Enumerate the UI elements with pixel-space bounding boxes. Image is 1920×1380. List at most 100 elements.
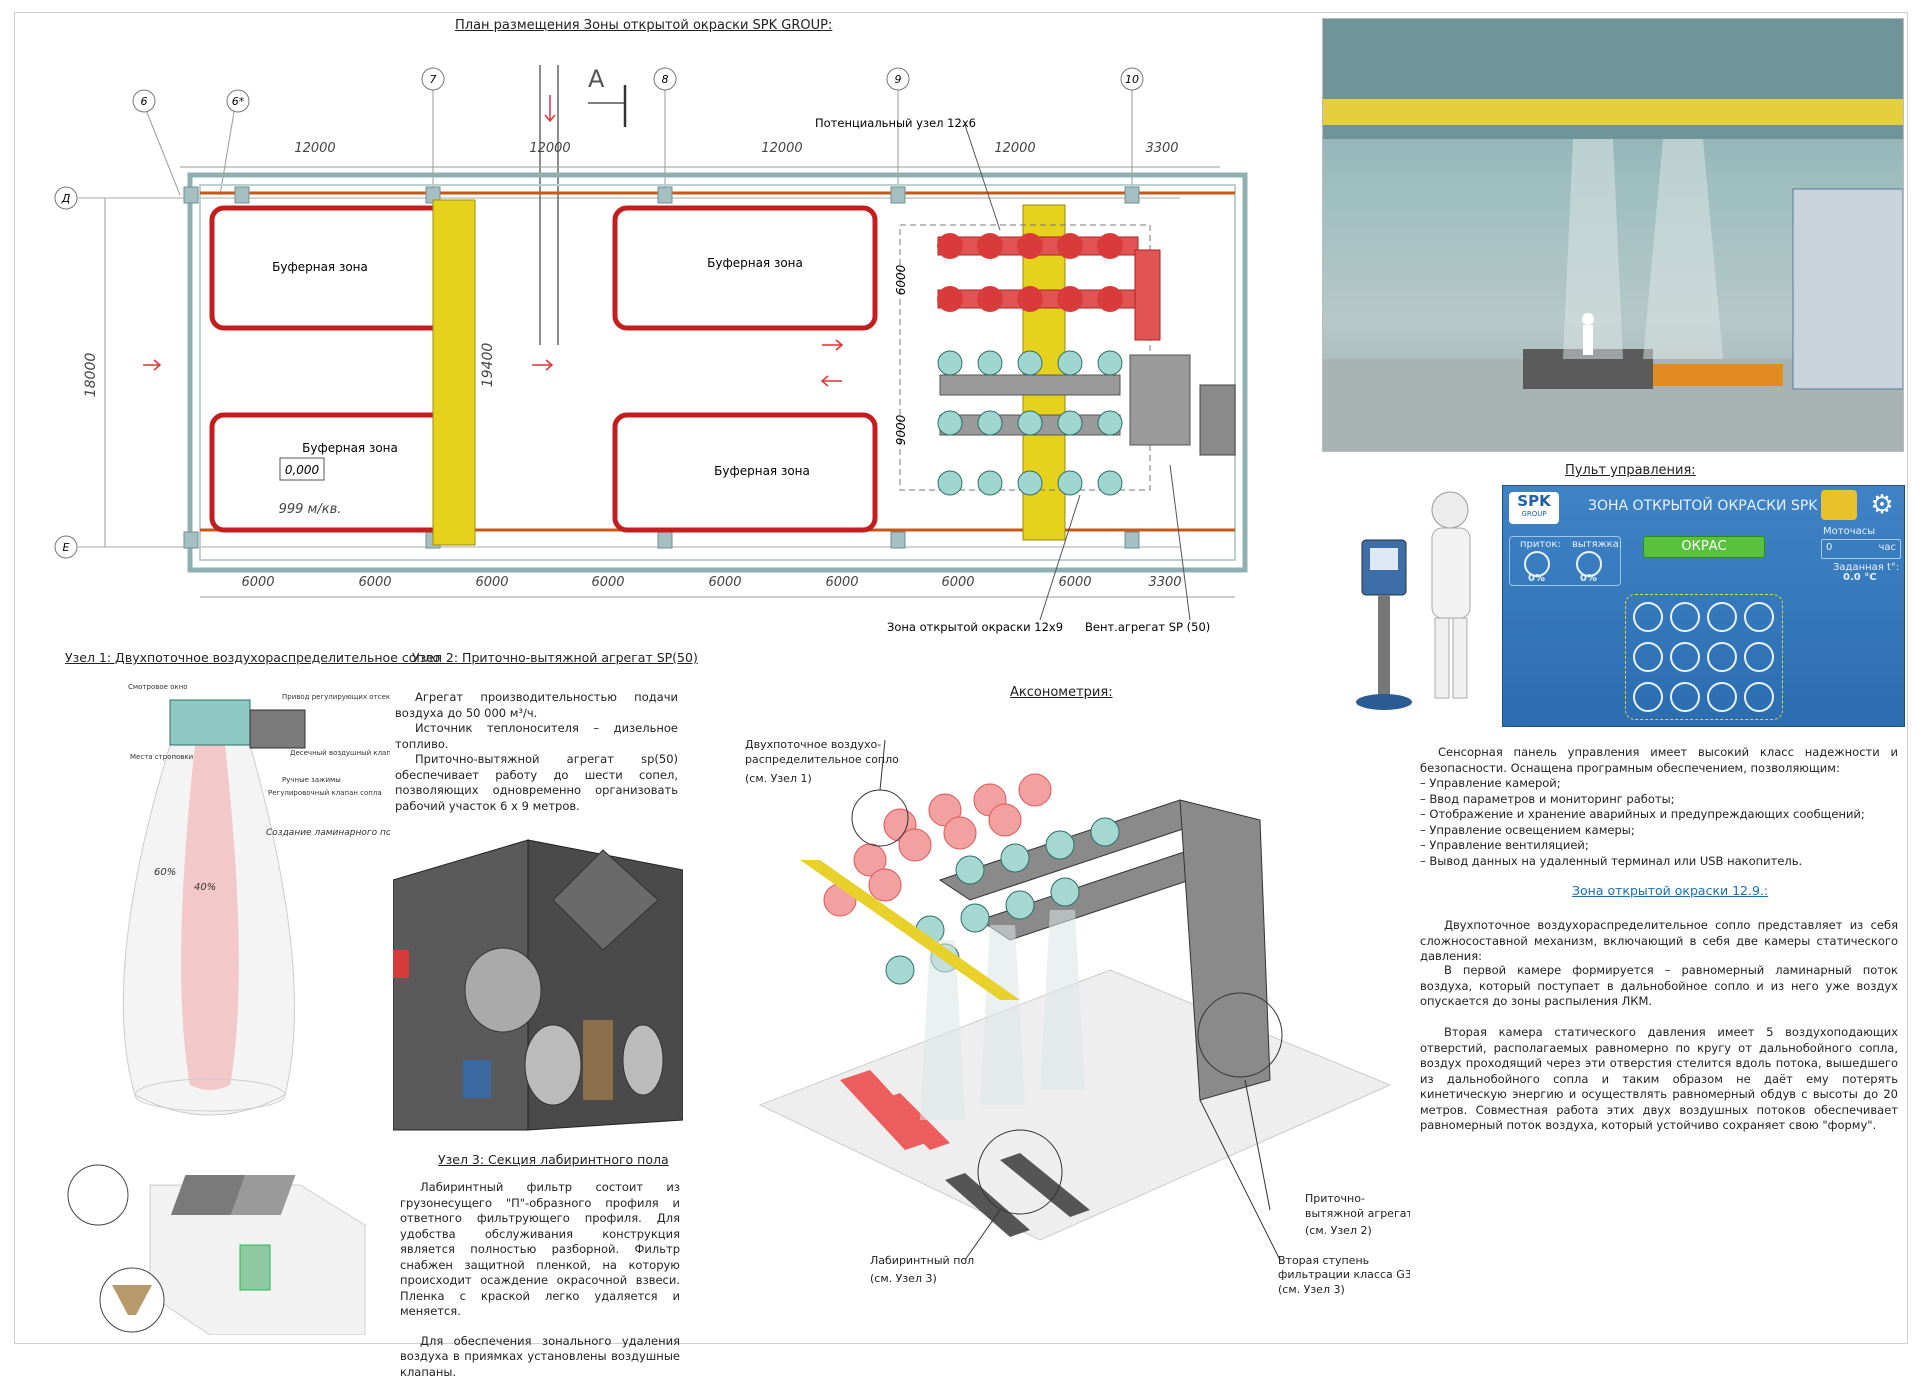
section-mark: А — [588, 65, 627, 127]
render-photo — [1322, 18, 1904, 452]
feature-item: – Ввод параметров и мониторинг работы; — [1420, 791, 1675, 806]
dim-6000: 6000 — [894, 264, 908, 295]
control-panel-screen[interactable]: SPK GROUP ЗОНА ОТКРЫТОЙ ОКРАСКИ SPK ⚙ пр… — [1502, 485, 1905, 727]
svg-text:6000: 6000 — [591, 575, 624, 590]
svg-text:12000: 12000 — [761, 141, 802, 156]
svg-text:вытяжной агрегат: вытяжной агрегат — [1305, 1207, 1410, 1220]
svg-text:12000: 12000 — [994, 141, 1035, 156]
mode-button[interactable]: ОКРАС — [1643, 536, 1765, 558]
description-para-1: Двухпоточное воздухораспределительное со… — [1420, 918, 1898, 963]
message-icon[interactable] — [1821, 490, 1857, 520]
dim-19400: 19400 — [480, 343, 496, 388]
panel-description: Сенсорная панель управления имеет высоки… — [1420, 745, 1898, 869]
node3-title: Узел 3: Секция лабиринтного пола — [438, 1152, 669, 1167]
plan-title: План размещения Зоны открытой окраски SP… — [455, 18, 833, 33]
callout-vent: Вент.агрегат SP (50) — [1085, 620, 1210, 634]
feature-item: – Отображение и хранение аварийных и пре… — [1420, 807, 1865, 821]
dim-9000: 9000 — [894, 414, 908, 445]
dims-top: 12000 12000 12000 12000 3300 — [180, 141, 1220, 168]
svg-text:(см. Узел 3): (см. Узел 3) — [870, 1272, 937, 1285]
supply-fan-icon — [1524, 551, 1550, 577]
fan-status: приток: вытяжка: 0% 0% — [1509, 536, 1622, 586]
svg-text:(см. Узел 2): (см. Узел 2) — [1305, 1224, 1372, 1237]
gear-icon[interactable]: ⚙ — [1870, 490, 1894, 520]
svg-text:3300: 3300 — [1145, 141, 1178, 156]
svg-text:Двухпоточное воздухо-: Двухпоточное воздухо- — [745, 738, 881, 751]
svg-text:6000: 6000 — [475, 575, 508, 590]
svg-text:60%: 60% — [154, 867, 176, 878]
zone-link[interactable]: Зона открытой окраски 12.9.: — [1572, 883, 1769, 898]
svg-text:Создание ламинарного потока: Создание ламинарного потока — [266, 828, 390, 838]
svg-text:Десечный воздушный клапан: Десечный воздушный клапан — [290, 749, 390, 757]
nozzle-selector-grid[interactable] — [1625, 594, 1783, 720]
floor-section-diagram — [67, 1164, 366, 1335]
building-outline — [187, 172, 1248, 573]
description-para-3: Вторая камера статического давления имее… — [1420, 1025, 1898, 1132]
axis-E: Е — [63, 541, 70, 554]
svg-text:40%: 40% — [194, 882, 216, 893]
node3-text: Лабиринтный фильтр состоит из грузонесущ… — [400, 1180, 680, 1379]
sheet-frame — [14, 12, 1908, 1344]
axis-D: Д — [61, 192, 71, 205]
svg-text:Ручные зажимы: Ручные зажимы — [282, 776, 341, 784]
svg-text:6000: 6000 — [241, 575, 274, 590]
axon-title: Аксонометрия: — [1010, 685, 1113, 700]
buffer-zone-label-4: Буферная зона — [714, 464, 810, 478]
svg-text:А: А — [588, 65, 605, 93]
exhaust-fan-icon — [1576, 551, 1602, 577]
spk-logo: SPK GROUP — [1509, 492, 1559, 524]
svg-text:Приточно-: Приточно- — [1305, 1192, 1365, 1205]
nozzle-diagram: Смотровое окно Привод регулирующих отсек… — [122, 683, 390, 1116]
node2-text: Агрегат производительностью подачи возду… — [395, 690, 678, 813]
axis-6: 6 — [141, 95, 148, 108]
buffer-zones — [209, 205, 878, 533]
svg-text:фильтрации класса G3: фильтрации класса G3 — [1278, 1268, 1410, 1281]
svg-text:Места строповки: Места строповки — [130, 753, 193, 761]
svg-text:Вторая ступень: Вторая ступень — [1278, 1254, 1369, 1267]
axis-8: 8 — [662, 73, 669, 86]
temp-value: 0.0 °C — [1843, 572, 1877, 583]
airflow-arrows — [143, 339, 844, 387]
feature-item: – Вывод данных на удаленный терминал или… — [1420, 853, 1803, 868]
axonometric-view: Двухпоточное воздухо- распределительное … — [745, 738, 1410, 1296]
buffer-zone-label-1: Буферная зона — [272, 260, 368, 274]
svg-text:3300: 3300 — [1148, 575, 1181, 590]
axis-10: 10 — [1125, 73, 1139, 86]
svg-text:распределительное сопло: распределительное сопло — [745, 753, 899, 766]
panel-title: ЗОНА ОТКРЫТОЙ ОКРАСКИ SPK — [1588, 498, 1818, 514]
svg-text:(см. Узел 3): (см. Узел 3) — [1278, 1283, 1345, 1296]
feature-item: – Управление освещением камеры; — [1420, 822, 1635, 837]
hours-label: Моточасы — [1823, 526, 1876, 537]
svg-text:6000: 6000 — [1058, 575, 1091, 590]
nozzle-grid: 6000 9000 — [894, 224, 1236, 496]
svg-text:6000: 6000 — [941, 575, 974, 590]
feature-item: – Управление вентиляцией; — [1420, 838, 1589, 852]
callout-node: Потенциальный узел 12х6 — [815, 116, 976, 130]
feature-item: – Управление камерой; — [1420, 776, 1561, 790]
svg-text:Регулировочный клапан сопла: Регулировочный клапан сопла — [268, 789, 382, 797]
yellow-crane — [432, 199, 1066, 546]
control-title: Пульт управления: — [1565, 463, 1696, 478]
axis-9: 9 — [895, 73, 902, 86]
description-intro: Сенсорная панель управления имеет высоки… — [1420, 745, 1898, 775]
callout-zone: Зона открытой окраски 12х9 — [887, 620, 1063, 634]
axis-6star: 6* — [232, 95, 245, 108]
svg-text:12000: 12000 — [294, 141, 335, 156]
operator-figure — [1356, 491, 1471, 710]
svg-text:6000: 6000 — [825, 575, 858, 590]
buffer-zone-label-2: Буферная зона — [302, 441, 398, 455]
description-para-2: В первой камере формируется – равномерны… — [1420, 963, 1898, 1008]
ahu-unit-render — [393, 839, 683, 1131]
svg-text:Привод регулирующих отсекающих: Привод регулирующих отсекающих клапана — [282, 693, 390, 701]
svg-text:6000: 6000 — [358, 575, 391, 590]
svg-text:Смотровое окно: Смотровое окно — [128, 683, 188, 691]
temp-label: Заданная t°: — [1833, 562, 1900, 573]
buffer-zone-label-3: Буферная зона — [707, 256, 803, 270]
node1-title: Узел 1: Двухпоточное воздухораспределите… — [65, 650, 441, 665]
svg-text:6000: 6000 — [708, 575, 741, 590]
axis-7: 7 — [430, 73, 437, 86]
svg-text:12000: 12000 — [529, 141, 570, 156]
node2-title: Узел 2: Приточно-вытяжной агрегат SP(50) — [412, 650, 698, 665]
dims-bottom: 6000 6000 6000 6000 6000 6000 6000 6000 … — [200, 575, 1235, 598]
svg-text:(см. Узел 1): (см. Узел 1) — [745, 772, 812, 785]
